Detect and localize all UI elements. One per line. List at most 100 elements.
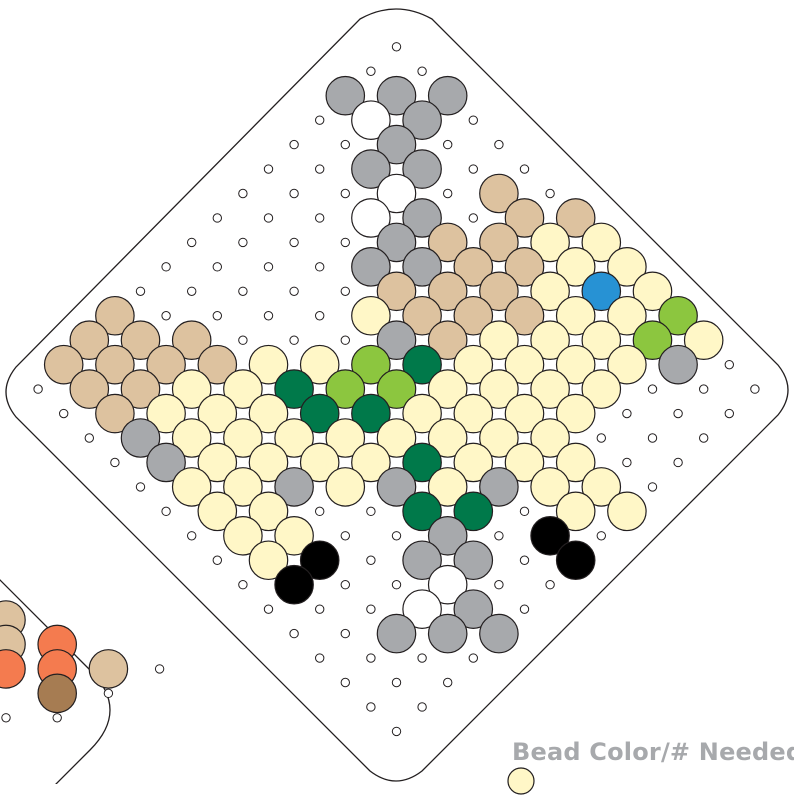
peg-hole xyxy=(546,581,554,589)
peg-hole xyxy=(136,483,144,491)
peg-hole xyxy=(290,629,298,637)
peg-hole xyxy=(469,214,477,222)
peg-hole xyxy=(290,287,298,295)
legend-title: Bead Color/# Needed: xyxy=(512,738,794,766)
peg-hole xyxy=(290,140,298,148)
peg-hole xyxy=(341,678,349,686)
peg-hole xyxy=(367,67,375,75)
peg-hole xyxy=(418,703,426,711)
peg-hole xyxy=(520,556,528,564)
peg-hole xyxy=(341,287,349,295)
peg-hole xyxy=(700,434,708,442)
peg-hole xyxy=(725,360,733,368)
peg-hole xyxy=(316,165,324,173)
peg-hole xyxy=(367,654,375,662)
bead-tan xyxy=(89,650,127,688)
peg-hole xyxy=(341,581,349,589)
peg-hole xyxy=(316,507,324,515)
legend-swatch-cream xyxy=(506,766,536,796)
peg-hole xyxy=(213,263,221,271)
bead-gray xyxy=(480,614,518,652)
peg-hole xyxy=(213,312,221,320)
peg-hole xyxy=(674,458,682,466)
peg-hole xyxy=(136,287,144,295)
peg-hole xyxy=(264,312,272,320)
bead-black xyxy=(275,566,313,604)
peg-hole xyxy=(239,336,247,344)
peg-hole xyxy=(648,385,656,393)
peg-hole xyxy=(341,189,349,197)
peg-hole xyxy=(648,434,656,442)
peg-hole xyxy=(239,581,247,589)
peg-hole xyxy=(264,263,272,271)
peg-hole xyxy=(444,678,452,686)
peg-hole xyxy=(392,678,400,686)
peg-hole xyxy=(162,263,170,271)
peg-hole xyxy=(316,263,324,271)
peg-hole xyxy=(469,116,477,124)
peg-hole xyxy=(469,165,477,173)
peg-hole xyxy=(316,605,324,613)
peg-hole xyxy=(316,116,324,124)
peg-hole xyxy=(418,67,426,75)
peg-hole xyxy=(700,385,708,393)
peg-hole xyxy=(341,336,349,344)
peg-hole xyxy=(392,581,400,589)
peg-hole xyxy=(188,287,196,295)
peg-hole xyxy=(597,434,605,442)
peg-hole xyxy=(239,287,247,295)
bead-black xyxy=(557,541,595,579)
peg-hole xyxy=(213,214,221,222)
peg-hole xyxy=(239,238,247,246)
peg-hole xyxy=(239,189,247,197)
peg-hole xyxy=(418,654,426,662)
peg-hole xyxy=(623,409,631,417)
bead-gray xyxy=(429,614,467,652)
peg-hole xyxy=(623,458,631,466)
peg-hole xyxy=(188,238,196,246)
peg-hole xyxy=(341,532,349,540)
peg-hole xyxy=(725,409,733,417)
peg-hole xyxy=(316,654,324,662)
peg-hole xyxy=(53,714,61,722)
peg-hole xyxy=(213,556,221,564)
peg-hole xyxy=(290,238,298,246)
peg-hole xyxy=(520,605,528,613)
peg-hole xyxy=(392,727,400,735)
peg-hole xyxy=(2,714,10,722)
peg-hole xyxy=(162,507,170,515)
peg-hole xyxy=(367,556,375,564)
peg-hole xyxy=(495,140,503,148)
peg-hole xyxy=(316,312,324,320)
peg-hole xyxy=(444,140,452,148)
peg-hole xyxy=(469,654,477,662)
peg-hole xyxy=(367,703,375,711)
peg-hole xyxy=(392,532,400,540)
peg-hole xyxy=(341,238,349,246)
peg-hole xyxy=(674,409,682,417)
peg-hole xyxy=(188,532,196,540)
peg-hole xyxy=(85,434,93,442)
peg-hole xyxy=(444,189,452,197)
peg-hole xyxy=(316,214,324,222)
bead-brown xyxy=(38,674,76,712)
peg-hole xyxy=(392,43,400,51)
peg-hole xyxy=(34,385,42,393)
peg-hole xyxy=(495,581,503,589)
peg-hole xyxy=(290,336,298,344)
peg-hole xyxy=(290,189,298,197)
peg-hole xyxy=(751,385,759,393)
peg-hole xyxy=(648,483,656,491)
peg-hole xyxy=(341,629,349,637)
peg-hole xyxy=(60,409,68,417)
peg-hole xyxy=(367,605,375,613)
peg-hole xyxy=(495,532,503,540)
bead-gray xyxy=(377,614,415,652)
peg-hole xyxy=(162,312,170,320)
peg-hole xyxy=(111,458,119,466)
peg-hole xyxy=(341,140,349,148)
peg-hole xyxy=(520,507,528,515)
peg-hole xyxy=(367,507,375,515)
bead-cream xyxy=(326,468,364,506)
